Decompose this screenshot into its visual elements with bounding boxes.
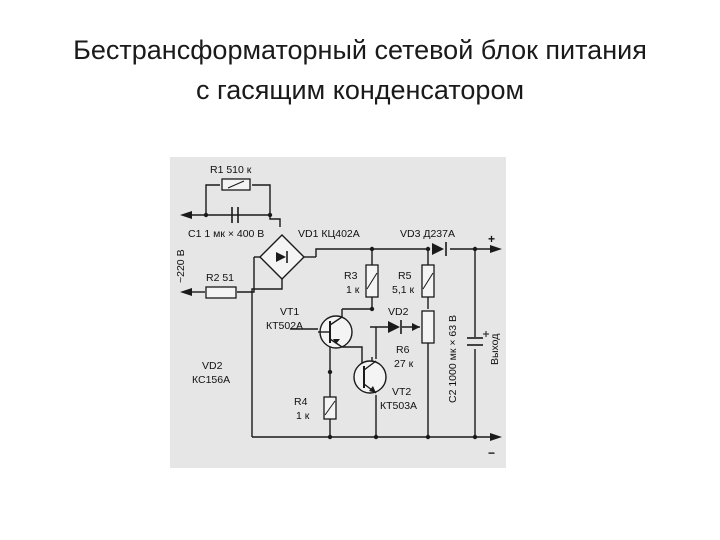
label-r6-value: 27 к [394,358,414,370]
slide-title: Бестрансформаторный сетевой блок питания… [0,30,720,110]
junction-dots [203,212,478,440]
label-r3-value: 1 к [346,284,360,296]
diode-vd2-middle [388,320,402,334]
label-r2: R2 51 [206,272,234,284]
label-vd3: VD3 Д237А [400,228,455,240]
label-r4-name: R4 [294,396,308,408]
label-minus: − [488,446,495,460]
circuit-schematic: R1 510 к C1 1 мк × 400 В VD1 КЦ402А VD3 … [170,157,506,468]
resistor-r2 [205,286,237,299]
label-vd1: VD1 КЦ402А [298,228,360,240]
label-r5-name: R5 [398,270,412,282]
label-vd2-middle: VD2 [388,306,409,318]
resistor-r4 [323,396,337,420]
label-input: ~220 В [175,249,187,283]
transistor-vt2 [353,360,387,394]
label-c1: C1 1 мк × 400 В [188,228,264,240]
resistor-r5 [421,264,435,298]
label-vt1-type: КТ502А [266,320,303,332]
input-bottom-arrow [180,288,192,296]
label-vt1-name: VT1 [280,306,299,318]
label-r6-name: R6 [396,344,410,356]
input-top-arrow [180,211,192,219]
label-vt2-type: КТ503А [380,400,417,412]
capacitor-c2 [467,331,489,346]
output-plus-arrow [490,245,502,253]
title-line-1: Бестрансформаторный сетевой блок питания [73,35,647,65]
resistor-r6 [412,310,435,344]
label-output: Выход [489,334,501,365]
diode-bridge-vd1 [259,234,305,280]
capacitor-c1 [231,207,239,223]
resistor-r3 [365,264,379,298]
diode-vd3 [432,242,447,256]
resistor-r1 [221,178,251,191]
schematic-background [170,157,506,468]
label-r3-name: R3 [344,270,358,282]
label-c2: C2 1000 мк × 63 В [447,315,459,403]
label-plus: + [488,232,495,246]
label-vd2-name: VD2 [202,360,223,372]
label-r5-value: 5,1 к [392,284,415,296]
label-r1: R1 510 к [210,164,252,176]
label-r4-value: 1 к [296,410,310,422]
title-line-2: с гасящим конденсатором [195,75,525,105]
label-vt2-name: VT2 [392,386,411,398]
schematic-svg: R1 510 к C1 1 мк × 400 В VD1 КЦ402А VD3 … [170,157,506,468]
label-vd2-type: КС156А [192,374,230,386]
output-minus-arrow [490,433,502,441]
transistor-vt1 [318,315,353,349]
